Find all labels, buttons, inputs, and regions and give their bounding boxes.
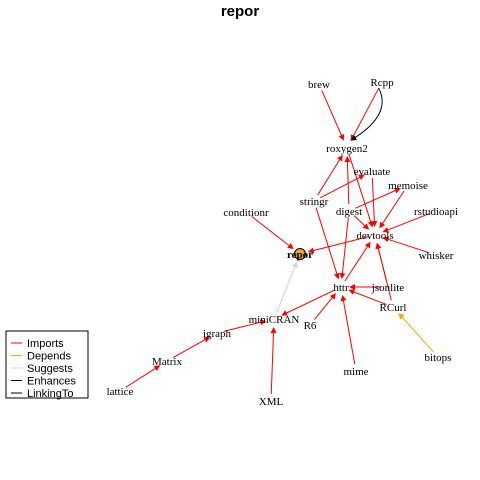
legend-label-imports: Imports — [27, 338, 64, 350]
node-repor: repor — [287, 249, 313, 261]
edge-xml-to-minicran — [270, 326, 277, 395]
node-rstudioapi: rstudioapi — [414, 206, 458, 218]
node-bitops: bitops — [425, 352, 452, 364]
node-lattice: lattice — [107, 386, 134, 398]
node-matrix: Matrix — [152, 356, 182, 368]
node-igraph: igraph — [203, 328, 232, 340]
edge-digest-to-devtools — [353, 215, 370, 230]
node-brew: brew — [308, 79, 330, 91]
edge-roxygen2-to-devtools — [348, 154, 374, 228]
node-memoise: memoise — [388, 180, 428, 192]
node-httr: httr — [333, 282, 349, 294]
node-evaluate: evaluate — [354, 166, 391, 178]
edge-httr-to-minicran — [281, 289, 335, 316]
edge-digest-to-memoise — [355, 187, 401, 209]
node-stringr: stringr — [300, 196, 329, 208]
edge-digest-to-httr — [339, 217, 349, 280]
edge-matrix-to-igraph — [172, 336, 211, 359]
edge-igraph-to-minicran — [223, 319, 267, 332]
edge-memoise-to-devtools — [379, 190, 405, 229]
node-r6: R6 — [304, 320, 317, 332]
edge-bitops-to-rcurl — [398, 312, 434, 353]
node-digest: digest — [336, 206, 362, 218]
edge-devtools-to-repor — [307, 236, 369, 254]
edge-stringr-to-evaluate — [319, 174, 365, 199]
edge-httr-to-devtools — [344, 241, 371, 282]
node-jsonlite: jsonlite — [371, 282, 405, 294]
node-devtools: devtools — [356, 230, 393, 242]
edge-r6-to-httr — [314, 293, 336, 320]
edge-evaluate-to-devtools — [371, 177, 378, 228]
edge-whisker-to-devtools — [382, 236, 430, 254]
edge-lattice-to-matrix — [125, 365, 161, 388]
edge-rcpp-to-roxygen2 — [350, 87, 383, 141]
legend-label-linkingto: LinkingTo — [27, 388, 73, 400]
node-mime: mime — [343, 366, 368, 378]
node-rcurl: RCurl — [380, 302, 407, 314]
edge-brew-to-roxygen2 — [321, 90, 345, 141]
edge-rcurl-to-httr — [348, 289, 387, 305]
legend-label-enhances: Enhances — [27, 376, 76, 388]
focal-node-marker — [294, 248, 306, 260]
edge-stringr-to-roxygen2 — [317, 154, 343, 196]
node-xml: XML — [259, 396, 284, 408]
edge-stringr-to-httr — [315, 207, 340, 280]
node-conditionr: conditionr — [223, 207, 269, 219]
edge-minicran-to-repor — [276, 261, 298, 313]
edges-layer — [125, 87, 434, 395]
node-roxygen2: roxygen2 — [326, 143, 368, 155]
legend-label-depends: Depends — [27, 351, 72, 363]
legend-label-suggests: Suggests — [27, 363, 73, 375]
node-whisker: whisker — [419, 250, 454, 262]
legend-box — [5, 330, 89, 399]
edge-rstudioapi-to-devtools — [382, 213, 430, 233]
edge-rcurl-to-devtools — [375, 242, 392, 301]
nodes-layer: repor brew Rcpp roxygen2 evaluate memoise stri… — [107, 77, 458, 408]
edge-mime-to-httr — [340, 294, 356, 365]
node-rcpp: Rcpp — [370, 77, 394, 89]
edge-digest-to-roxygen2 — [344, 155, 351, 205]
edge-conditionr-to-repor — [251, 215, 294, 250]
node-minicran: miniCRAN — [249, 314, 300, 326]
graph-title: repor — [221, 3, 260, 20]
focal-node-circle — [294, 248, 306, 260]
edge-rcpp-to-roxygen2 — [350, 87, 380, 141]
